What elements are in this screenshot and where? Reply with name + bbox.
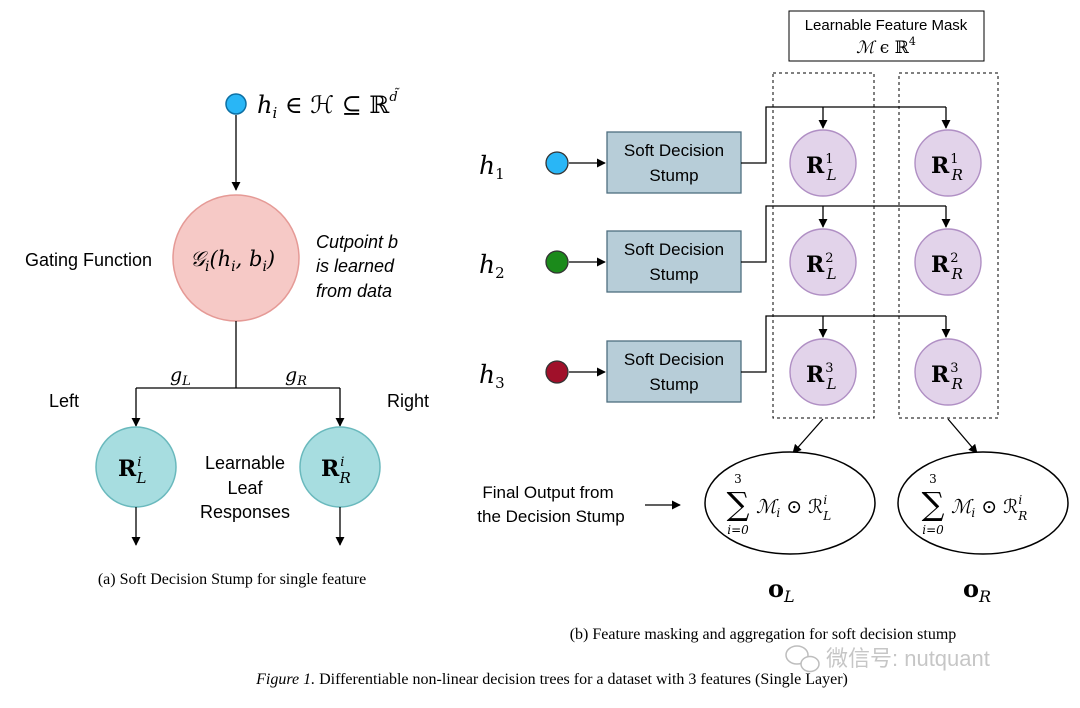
- row-2-input-node: [545, 250, 569, 274]
- mask-title-box: [788, 10, 985, 62]
- row-1-leaf-right: [914, 129, 982, 197]
- row-1-h-label: h1: [479, 151, 505, 183]
- sum-left-ellipse: [704, 451, 876, 555]
- row-1-stump-label-1: Soft Decision: [624, 141, 724, 160]
- column-right-to-sum-arrow: [947, 418, 978, 454]
- row-3-leaf-right: [914, 338, 982, 406]
- figure-caption: Figure 1. Differentiable non-linear deci…: [255, 671, 848, 688]
- row-2-stump-label-1: Soft Decision: [624, 240, 724, 259]
- mask-title-line-2: ℳ ϵ ℝ4: [856, 35, 916, 58]
- wechat-icon: [785, 645, 820, 673]
- column-left-to-sum-arrow: [792, 418, 824, 454]
- row-3-leaf-left: [789, 338, 857, 406]
- row-2-stump-label-2: Stump: [649, 265, 698, 284]
- sum-right-bottom: i=0: [922, 523, 944, 537]
- left-label: Left: [49, 391, 79, 411]
- row-1-leaf-left: [789, 129, 857, 197]
- row-3-connector: [741, 315, 946, 373]
- final-output-line-2: the Decision Stump: [477, 507, 624, 526]
- row-1-stump-box: [606, 131, 742, 194]
- g-left-label: gL: [170, 364, 191, 389]
- panel-b-caption: (b) Feature masking and aggregation for …: [570, 626, 957, 643]
- watermark: 微信号: nutquant: [785, 645, 990, 673]
- sum-right-ellipse: [897, 451, 1069, 555]
- output-right: oR: [963, 574, 991, 606]
- cutpoint-line-2: is learned: [316, 256, 395, 276]
- leaf-text-line-2: Leaf: [227, 478, 263, 498]
- mask-column-left: [772, 72, 875, 419]
- row-1-input-node: [545, 151, 569, 175]
- row-1-stump-label-2: Stump: [649, 166, 698, 185]
- cutpoint-line-1: Cutpoint b: [316, 232, 398, 252]
- row-2-stump-box: [606, 230, 742, 293]
- row-3-h-label: h3: [479, 360, 505, 392]
- right-label: Right: [387, 391, 429, 411]
- sum-left-symbol: ∑: [727, 485, 750, 523]
- row-2-leaf-left: [789, 228, 857, 296]
- watermark-text: 微信号: nutquant: [826, 646, 990, 671]
- final-output-line-1: Final Output from: [482, 483, 613, 502]
- output-left: oL: [768, 574, 795, 606]
- sum-right-symbol: ∑: [922, 485, 945, 523]
- panel-a-caption: (a) Soft Decision Stump for single featu…: [98, 571, 366, 588]
- row-3-stump-label-2: Stump: [649, 375, 698, 394]
- row-2-leaf-right: [914, 228, 982, 296]
- row-3-stump-label-1: Soft Decision: [624, 350, 724, 369]
- sum-right-top: 3: [929, 472, 937, 486]
- panel-a: hi ∈ ℋ ⊆ ℝd̃ 𝒢i(hi, bi) Gating Function …: [25, 88, 429, 588]
- row-1-connector: [741, 106, 946, 164]
- row-2-h-label: h2: [479, 250, 505, 282]
- sum-left-top: 3: [734, 472, 742, 486]
- input-node: [225, 93, 247, 115]
- gating-math: 𝒢i(hi, bi): [190, 247, 275, 275]
- leaf-text-line-3: Responses: [200, 502, 290, 522]
- g-right-label: gR: [285, 364, 307, 389]
- row-2-connector: [741, 205, 946, 263]
- sum-left-bottom: i=0: [727, 523, 749, 537]
- row-3-input-node: [545, 360, 569, 384]
- gating-function-label: Gating Function: [25, 250, 152, 270]
- input-label: hi ∈ ℋ ⊆ ℝd̃: [257, 88, 400, 122]
- leaf-text-line-1: Learnable: [205, 453, 285, 473]
- cutpoint-line-3: from data: [316, 281, 392, 301]
- mask-column-right: [898, 72, 999, 419]
- row-3-stump-box: [606, 340, 742, 403]
- mask-title-line-1: Learnable Feature Mask: [805, 17, 968, 34]
